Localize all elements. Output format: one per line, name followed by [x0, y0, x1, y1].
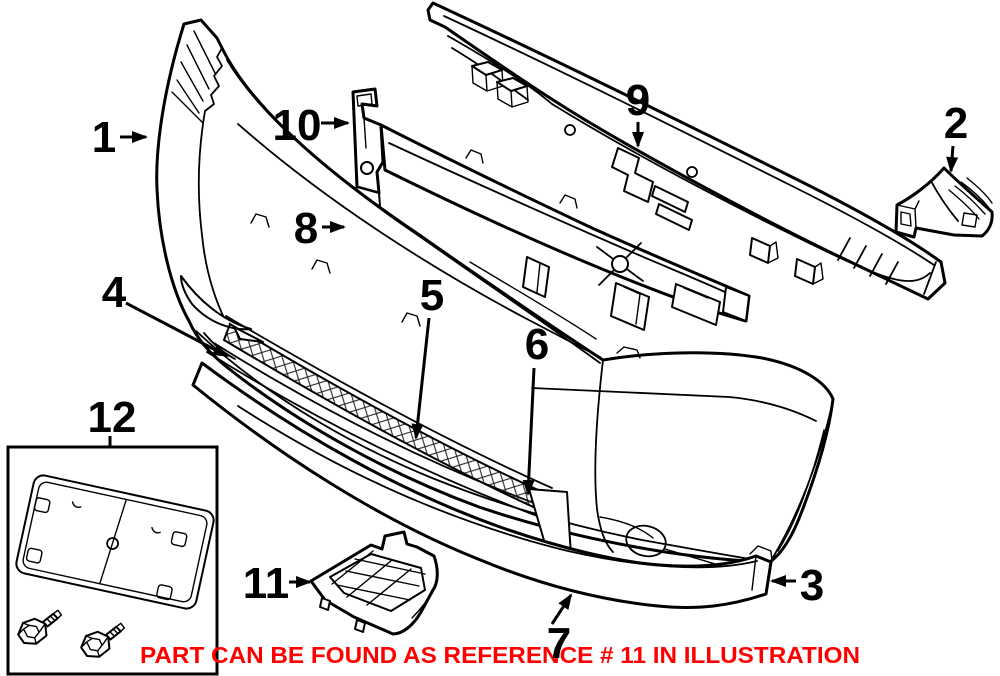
callout-2-label: 2	[944, 99, 968, 148]
callout-7: 7	[547, 593, 573, 668]
callout-1: 1	[92, 113, 148, 162]
license-plate-bracket	[15, 474, 215, 610]
corner-bracket-part	[894, 166, 994, 239]
callout-6: 6	[522, 320, 549, 496]
reinforcement-bar-part	[426, 1, 947, 301]
callout-8: 8	[294, 204, 346, 253]
mounting-bolt	[80, 622, 126, 658]
license-plate-bracket-kit	[6, 445, 219, 676]
callout-9-label: 9	[626, 76, 650, 125]
callout-11-label: 11	[243, 559, 290, 608]
callout-2: 2	[944, 99, 968, 173]
reference-note: PART CAN BE FOUND AS REFERENCE # 11 IN I…	[140, 642, 860, 668]
lower-trim-strip-part	[191, 361, 773, 609]
callout-6-label: 6	[525, 320, 549, 369]
callout-10-label: 10	[273, 101, 322, 150]
callout-9: 9	[626, 76, 650, 148]
callout-4: 4	[102, 268, 229, 358]
callout-5: 5	[411, 271, 444, 440]
fog-lamp-bezel-part	[309, 530, 439, 636]
callout-12: 12	[88, 393, 137, 447]
callout-5-label: 5	[420, 271, 444, 320]
callout-10: 10	[273, 101, 350, 150]
callout-1-label: 1	[92, 113, 116, 162]
callout-4-label: 4	[102, 268, 127, 317]
callout-7-label: 7	[547, 619, 571, 668]
callout-3-label: 3	[800, 561, 824, 610]
callout-8-label: 8	[294, 204, 318, 253]
impact-absorber-part	[351, 87, 751, 331]
callout-3: 3	[770, 561, 824, 610]
callout-11: 11	[243, 559, 312, 608]
callout-12-label: 12	[88, 393, 137, 442]
mounting-bolt	[17, 609, 63, 645]
